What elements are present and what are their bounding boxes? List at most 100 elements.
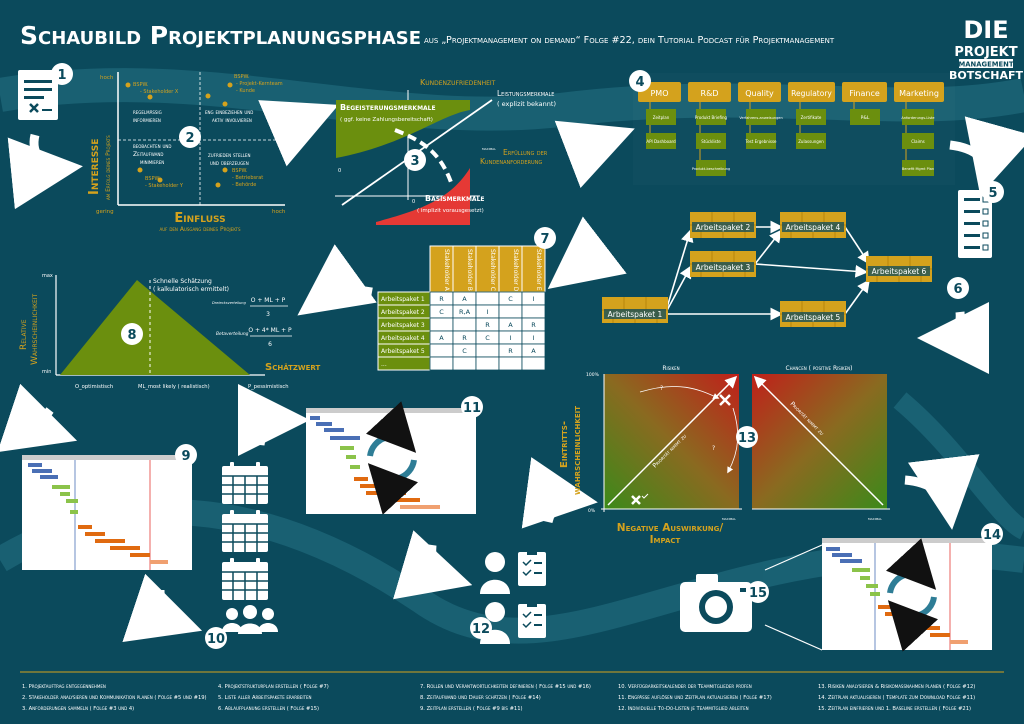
svg-text:BOTSCHAFT: BOTSCHAFT	[949, 69, 1023, 82]
svg-text:- Kunde: - Kunde	[236, 88, 255, 94]
svg-text:Einfluss: Einfluss	[174, 211, 225, 226]
svg-text:?: ?	[712, 445, 715, 452]
curved-arrow-icon	[521, 457, 598, 529]
page-subtitle: aus „Projektmanagement on demand“ Folge …	[424, 35, 835, 46]
raci-cell	[475, 343, 500, 358]
curved-arrow-icon	[297, 244, 377, 316]
refresh-icon	[365, 401, 419, 515]
step-number: 13	[738, 431, 756, 446]
svg-text:O + ML + P: O + ML + P	[251, 297, 286, 304]
step-number: 2	[185, 131, 194, 146]
raci-cell	[475, 291, 500, 306]
raci-cell-value: A	[531, 347, 536, 355]
step-number: 5	[988, 186, 997, 201]
raci-header-label: Stakeholder E	[535, 249, 542, 291]
svg-text:Arbeitspaket 5: Arbeitspaket 5	[786, 313, 841, 322]
raci-cell	[475, 356, 500, 371]
raci-cell-value: I	[533, 334, 535, 342]
step-number: 7	[540, 232, 549, 247]
raci-row-label: ...	[381, 361, 387, 368]
svg-text:0: 0	[338, 168, 341, 174]
raci-row-label: Arbeitspaket 2	[381, 309, 425, 316]
legend-item: 4. Projektstrukturplan erstellen ( Folge…	[218, 684, 329, 690]
raci-cell	[429, 317, 454, 332]
raci-cell-value: I	[487, 308, 489, 316]
svg-text:Schätzwert: Schätzwert	[265, 362, 321, 373]
svg-text:API Dashboard: API Dashboard	[646, 139, 676, 144]
step-number: 12	[472, 622, 490, 637]
curved-arrow-icon	[393, 530, 473, 600]
svg-text:informieren: informieren	[133, 117, 161, 124]
svg-text:Produkt Briefing: Produkt Briefing	[695, 115, 728, 120]
raci-cell-value: R	[508, 347, 513, 355]
raci-cell	[498, 356, 523, 371]
svg-text:- Betriebsrat: - Betriebsrat	[232, 175, 263, 181]
step-badge-circle	[121, 323, 143, 345]
svg-text:BSPW.: BSPW.	[145, 176, 161, 182]
svg-text:aktiv involvieren: aktiv involvieren	[212, 117, 252, 124]
raci-cell-value: A	[462, 295, 467, 303]
work-package-1: Arbeitspaket 1	[602, 297, 668, 323]
work-package-2: Arbeitspaket 2	[690, 212, 756, 238]
three-point-estimation: max min Relative Wahrscheinlichkeit Schä…	[19, 273, 321, 390]
checklist-icon	[958, 190, 992, 258]
step-number: 4	[635, 75, 644, 90]
curved-arrow-icon	[7, 133, 83, 210]
step-badge-circle	[534, 227, 556, 249]
svg-text:6: 6	[268, 341, 272, 348]
step-number: 9	[181, 449, 190, 464]
step-badge-circle	[51, 63, 73, 85]
legend-item: 3. Anforderungen sammeln ( Folge #3 und …	[22, 706, 134, 712]
raci-cell-value: R	[485, 321, 490, 329]
svg-text:Basismerkmale: Basismerkmale	[425, 194, 485, 203]
step-number: 8	[127, 328, 136, 343]
svg-text:Benefit Mgmt Plan: Benefit Mgmt Plan	[902, 167, 934, 171]
step-badge-circle	[982, 181, 1004, 203]
raci-cell-value: R	[439, 295, 444, 303]
legend-item: 14. Zeitplan aktualisieren ( Template zu…	[818, 695, 975, 701]
wbs-root-marketing: Marketing Anforderungs-Liste Claims Bene…	[894, 82, 944, 176]
svg-text:Arbeitspaket 4: Arbeitspaket 4	[786, 223, 841, 232]
svg-text:zufrieden stellen: zufrieden stellen	[208, 152, 250, 159]
step-number: 10	[207, 632, 225, 647]
legend-item: 5. Liste aller Arbeitspakete erarbeiten	[218, 695, 311, 701]
step-badge-circle	[404, 149, 426, 171]
svg-text:Interesse: Interesse	[87, 139, 102, 195]
svg-text:Leistungsmerkmale: Leistungsmerkmale	[497, 89, 554, 98]
svg-text:und überzeugen: und überzeugen	[210, 160, 249, 167]
raci-cell	[521, 304, 546, 319]
svg-text:Quality: Quality	[745, 89, 774, 98]
svg-text:hoch: hoch	[272, 209, 286, 215]
curved-arrow-icon	[258, 100, 339, 167]
curved-arrow-icon	[547, 216, 627, 289]
svg-text:PMO: PMO	[650, 89, 668, 98]
legend-item: 10. Verfügbarkeitskalender der Teammitgl…	[618, 684, 752, 690]
svg-text:( ggf. keine Zahlungsbereitsch: ( ggf. keine Zahlungsbereitschaft)	[340, 117, 433, 123]
work-breakdown-structure: PMO Zeitplan API Dashboard R&D Produkt B…	[638, 82, 944, 176]
svg-text:ML_most likely ( realistisch): ML_most likely ( realistisch)	[138, 384, 210, 390]
todo-list-icon	[518, 602, 546, 638]
raci-row-label: Arbeitspaket 5	[381, 348, 425, 355]
svg-text:Zertifikate: Zertifikate	[801, 115, 822, 120]
raci-cell-value: A	[439, 334, 444, 342]
wbs-root-rd: R&D Produkt Briefing Stückliste Produkt-…	[688, 82, 731, 176]
raci-row-label: Arbeitspaket 1	[381, 296, 425, 303]
svg-text:Kundenzufriedenheit: Kundenzufriedenheit	[420, 78, 496, 87]
svg-text:Produkt-beschreibung: Produkt-beschreibung	[692, 167, 730, 171]
raci-cell	[498, 304, 523, 319]
legend-item: 1. Projektauftrag entgegennehmen	[22, 684, 106, 690]
raci-header-label: Stakeholder B	[466, 249, 473, 291]
raci-cell-value: I	[533, 295, 535, 303]
calendar-icons	[222, 462, 268, 600]
wbs-root-pmo: PMO Zeitplan API Dashboard	[638, 82, 681, 149]
svg-text:Begeisterungsmerkmale: Begeisterungsmerkmale	[340, 103, 436, 112]
svg-text:Zeitplan: Zeitplan	[653, 115, 670, 120]
step-number: 6	[953, 282, 962, 297]
raci-cell-value: C	[508, 295, 513, 303]
legend-item: 7. Rollen und Verantwortlichkeiten defin…	[420, 684, 591, 690]
svg-text:- Stakeholder X: - Stakeholder X	[140, 89, 179, 95]
svg-text:Arbeitspaket 1: Arbeitspaket 1	[608, 310, 663, 319]
gantt-chart-final	[822, 538, 992, 650]
step-number: 11	[463, 401, 481, 416]
gantt-bars	[28, 463, 168, 564]
